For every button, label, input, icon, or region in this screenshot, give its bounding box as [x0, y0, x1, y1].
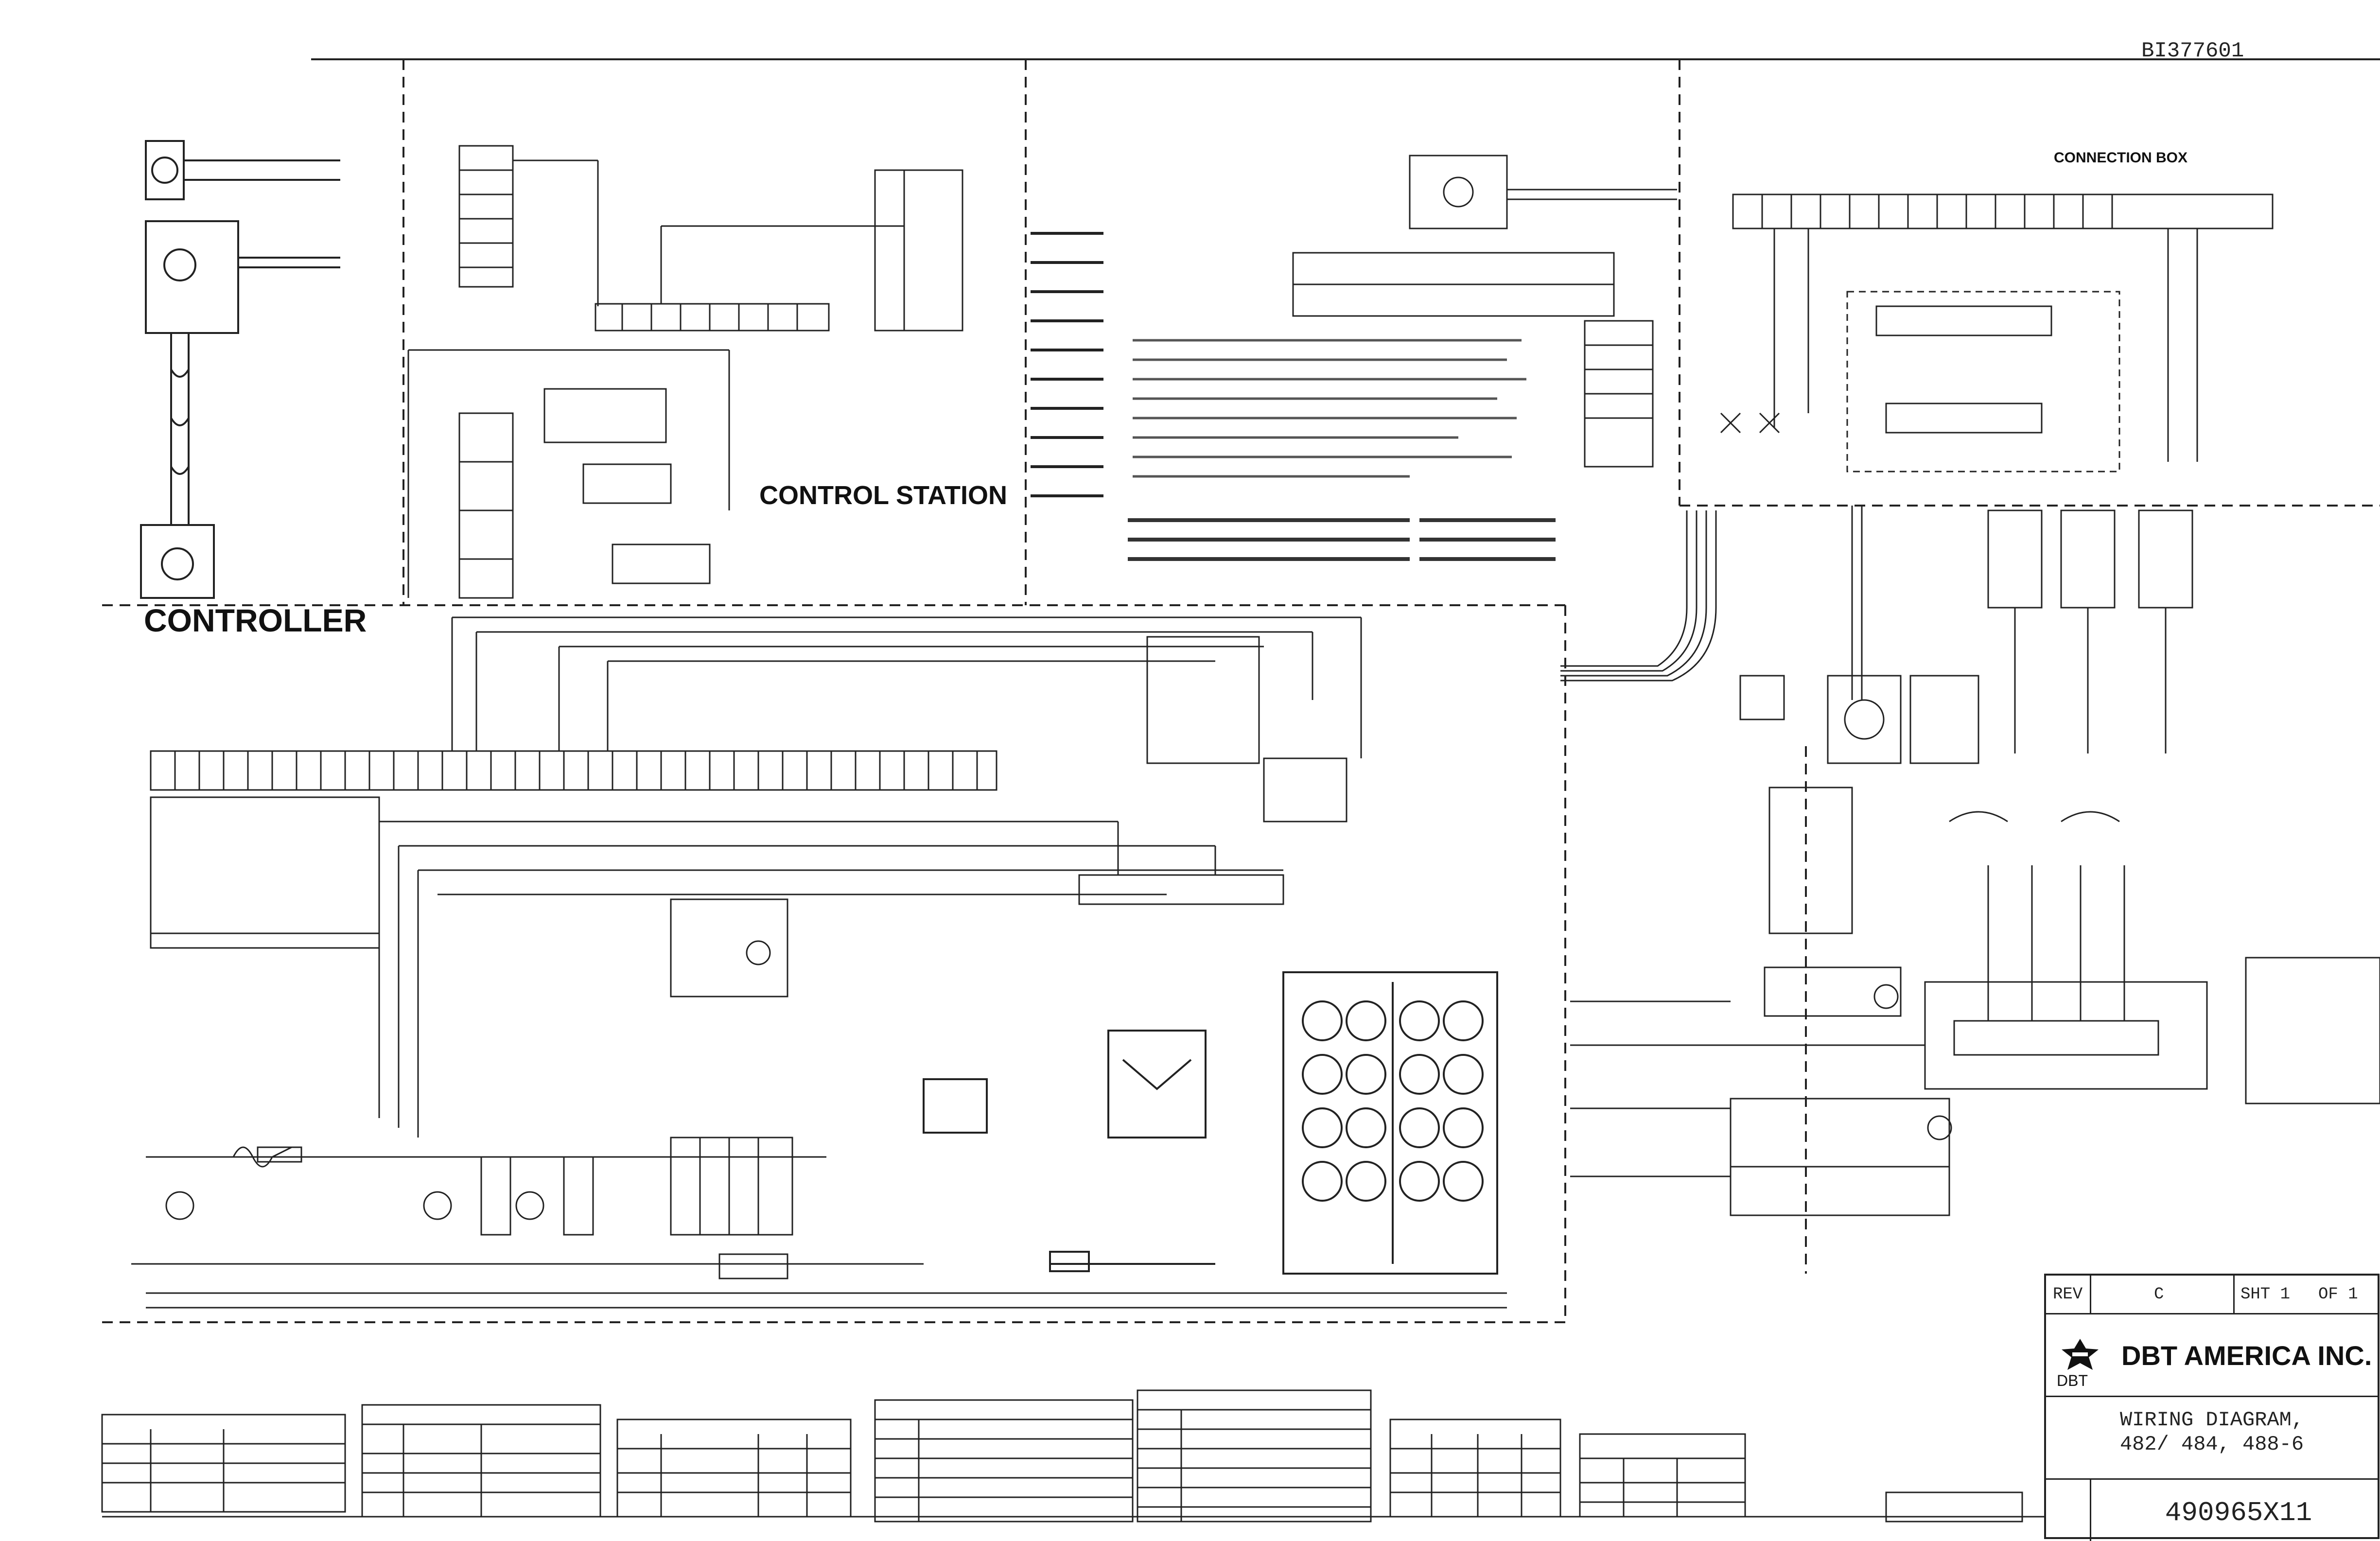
drawing-title: WIRING DIAGRAM, 482/ 484, 488-6 — [2046, 1408, 2378, 1456]
cable-bundles — [1560, 506, 2380, 1216]
rev-value: C — [2154, 1285, 2164, 1304]
drawing-reference: BI377601 — [2141, 39, 2244, 63]
sheet-of-label: OF 1 — [2318, 1285, 2358, 1304]
control-station-label: CONTROL STATION — [759, 481, 1007, 510]
sheet-label: SHT 1 — [2240, 1285, 2291, 1304]
rev-label: REV — [2053, 1285, 2083, 1304]
connection-box-label: CONNECTION BOX — [2054, 150, 2188, 166]
motor-sensor-column — [140, 140, 340, 599]
controller-label: CONTROLLER — [144, 602, 367, 638]
control-station-circuit — [407, 145, 963, 599]
controller-lower-components — [131, 1137, 1507, 1309]
connection-box-circuit — [1720, 193, 2274, 473]
drawing-title-row: WIRING DIAGRAM, 482/ 484, 488-6 — [2046, 1397, 2378, 1480]
title-block: REV C SHT 1 OF 1 DBT AMERICA INC. DBT WI… — [2044, 1274, 2380, 1541]
company-short-name: DBT — [2057, 1372, 2088, 1389]
controller-wiring — [378, 616, 1362, 1138]
drawing-number-row: 490965X11 — [2046, 1480, 2378, 1541]
controller-terminal-strip — [150, 750, 998, 949]
revision-row: REV C SHT 1 OF 1 — [2046, 1276, 2378, 1314]
bottom-tables — [101, 1389, 2044, 1523]
company-name: DBT AMERICA INC. — [2121, 1340, 2372, 1371]
drawing-number: 490965X11 — [2165, 1497, 2312, 1528]
drawing-title-line-1: WIRING DIAGRAM, — [2119, 1408, 2304, 1432]
wire-label-column — [1031, 232, 1103, 497]
sensor-circuit — [1292, 155, 1677, 468]
company-logo-icon — [2062, 1339, 2099, 1370]
wire-tag-bars — [1128, 518, 1556, 561]
contactor-bank — [923, 971, 1498, 1275]
notes-block — [1133, 339, 1526, 478]
company-row: DBT AMERICA INC. DBT — [2046, 1314, 2378, 1397]
drawing-title-line-2: 482/ 484, 488-6 — [2119, 1433, 2304, 1456]
section-boundaries — [102, 59, 2380, 1323]
